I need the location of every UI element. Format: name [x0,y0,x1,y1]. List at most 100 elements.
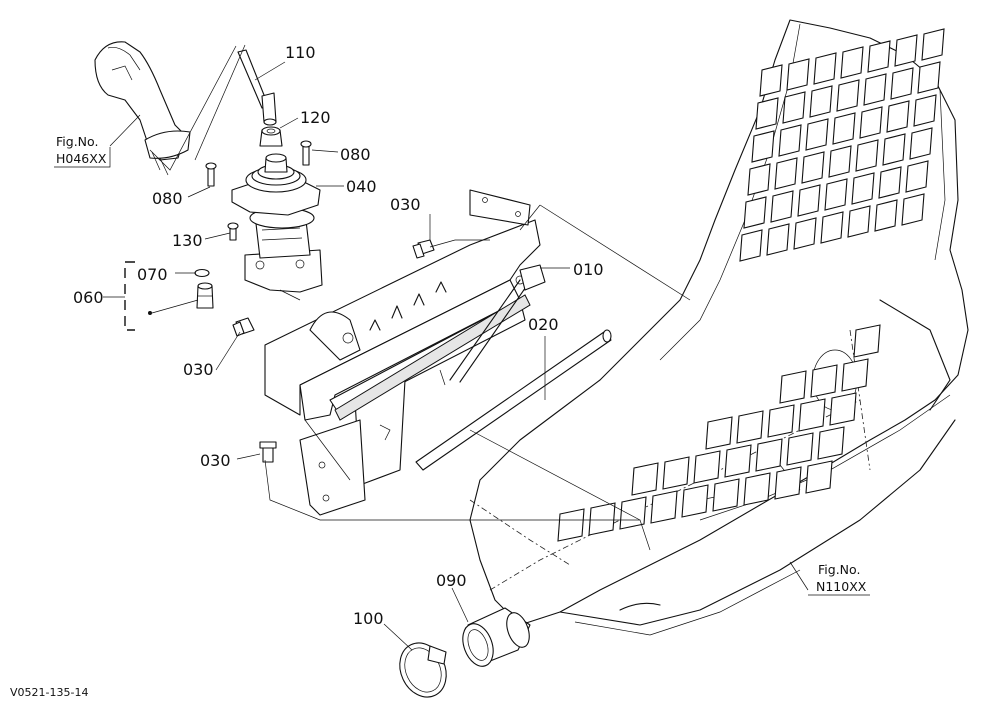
grille-cell [829,392,857,426]
grille-cell [820,211,844,244]
bolt-030-bottom [259,441,277,463]
grille-cell [853,324,881,358]
grille-cell [913,94,937,127]
leader-lines [109,44,809,651]
part-number-labels: 110 120 080 080 040 030 010 130 070 060 … [73,43,604,628]
grille-cell [805,460,833,494]
figure-reference-h046: Fig.No. H046XX [54,134,111,168]
part-label-120: 120 [300,108,331,127]
part-label-110: 110 [285,43,316,62]
ref-n110-label: Fig.No. [818,562,860,577]
ref-n110-figure: N110XX [816,579,867,594]
grille-cell [890,67,914,100]
grille-cell [650,490,678,524]
part-label-060: 060 [73,288,104,307]
grille-cell [766,223,790,256]
control-valve-assembly [231,153,323,293]
part-label-010: 010 [573,260,604,279]
bolt-030-mid [232,317,255,337]
grille-cell [681,484,709,518]
grille-cell [747,163,771,196]
grille-cell [786,432,814,466]
rod-020 [415,329,612,471]
grille-cell [767,404,795,438]
grille-cells [557,28,945,542]
part-label-040: 040 [346,177,377,196]
figure-reference-n110: Fig.No. N110XX [808,562,870,596]
grille-cell [828,145,852,178]
grille-cell [905,160,929,193]
grille-cell [712,478,740,512]
grille-cell [631,462,659,496]
drawing-code: V0521-135-14 [10,686,88,699]
part-label-100: 100 [353,609,384,628]
grille-cell [619,496,647,530]
grille-cell [751,130,775,163]
grille-cell [801,151,825,184]
grille-cell [557,508,585,542]
grille-cell [824,178,848,211]
grille-cell [786,58,810,91]
grille-cell [917,61,941,94]
grille-cell [836,79,860,112]
grille-cell [774,157,798,190]
group-bracket-060 [124,261,135,331]
bolt-080-left [205,162,217,187]
grille-cell [863,73,887,106]
grille-cell [736,410,764,444]
grille-cell [793,217,817,250]
grille-cell [588,502,616,536]
grille-cell [840,46,864,79]
grille-cell [921,28,945,61]
grille-cell [832,112,856,145]
part-label-030-top: 030 [390,195,421,214]
ref-h046-figure: H046XX [56,151,107,166]
grille-cell [774,466,802,500]
grille-cell [693,450,721,484]
grille-cell [743,472,771,506]
grille-cell [782,91,806,124]
grille-cell [874,199,898,232]
grille-cell [878,166,902,199]
part-label-020: 020 [528,315,559,334]
grille-cell [855,139,879,172]
grille-cell [755,97,779,130]
ref-h046-label: Fig.No. [56,134,98,149]
o-ring-070 [194,268,210,278]
grille-cell [759,64,783,97]
grille-cell [859,106,883,139]
part-label-090: 090 [436,571,467,590]
part-label-080-right: 080 [340,145,371,164]
grille-cell [809,85,833,118]
grille-cell [724,444,752,478]
grille-cell [847,205,871,238]
grille-cell [894,34,918,67]
part-label-030-mid: 030 [183,360,214,379]
frame-bracket [264,189,546,516]
nut-120 [259,126,283,147]
grille-cell [813,52,837,85]
grille-cell [798,398,826,432]
grille-cell [770,190,794,223]
grille-cell [841,358,869,392]
grille-cell [867,40,891,73]
grille-cell [817,426,845,460]
grille-cell [909,127,933,160]
joystick-grip [94,41,191,176]
part-label-070: 070 [137,265,168,284]
grille-cell [882,133,906,166]
grille-cell [662,456,690,490]
grille-cell [805,118,829,151]
grille-cell [886,100,910,133]
grille-cell [779,370,807,404]
bolt-080-right [300,140,312,166]
fitting-060 [148,282,214,315]
grille-cell [755,438,783,472]
bolt-130 [227,222,239,241]
grille-cell [778,124,802,157]
duct-090 [462,607,531,667]
part-label-130: 130 [172,231,203,250]
grille-cell [797,184,821,217]
grille-cell [705,416,733,450]
grille-cell [739,229,763,262]
